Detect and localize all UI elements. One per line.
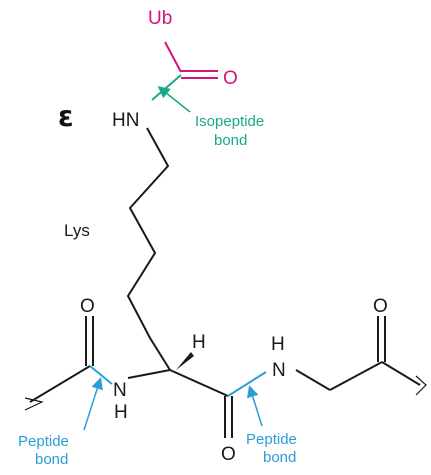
wavy-terminus-left [24, 397, 44, 411]
backbone-n-to-ch2 [295, 369, 331, 391]
lysine-side-chain [126, 127, 171, 371]
ub-oxygen-label: O [223, 68, 238, 89]
alpha-hydrogen-label: H [192, 332, 206, 353]
peptide-arrow-right [246, 385, 263, 427]
center-oxygen-label: O [221, 444, 236, 465]
peptide-bond-right [227, 371, 267, 397]
backbone-left-1 [29, 365, 91, 403]
peptide-bond-right-line1: Peptide [246, 431, 297, 448]
peptide-bond-right-line2: bond [263, 449, 296, 466]
ubiquitin-label: Ub [148, 8, 172, 29]
backbone-n-to-calpha [127, 369, 171, 379]
backbone-ch2-to-c [329, 361, 383, 391]
left-amide-n-label: N [113, 380, 127, 401]
isopeptide-label-line1: Isopeptide [195, 113, 264, 130]
epsilon-label: ε [58, 100, 74, 133]
backbone-right-end [381, 361, 421, 386]
peptide-arrow-left [83, 377, 103, 431]
isopeptide-arrow [157, 86, 191, 113]
wavy-terminus-right [415, 375, 427, 396]
right-amide-n-label: N [272, 360, 286, 381]
peptide-bond-left [89, 365, 113, 385]
backbone-calpha-to-c [169, 369, 229, 397]
alpha-h-wedge [176, 352, 194, 370]
left-amide-h-label: H [114, 402, 128, 423]
right-amide-h-label: H [271, 334, 285, 355]
isopeptide-label-line2: bond [214, 132, 247, 149]
ub-bond [164, 41, 182, 73]
lysine-label: Lys [64, 221, 90, 240]
right-oxygen-label: O [373, 296, 388, 317]
isopeptide-bond [151, 74, 182, 101]
peptide-bond-left-line2: bond [35, 451, 68, 468]
left-oxygen-label: O [80, 296, 95, 317]
peptide-bond-left-line1: Peptide [18, 433, 69, 450]
epsilon-amine-label: HN [112, 110, 139, 131]
